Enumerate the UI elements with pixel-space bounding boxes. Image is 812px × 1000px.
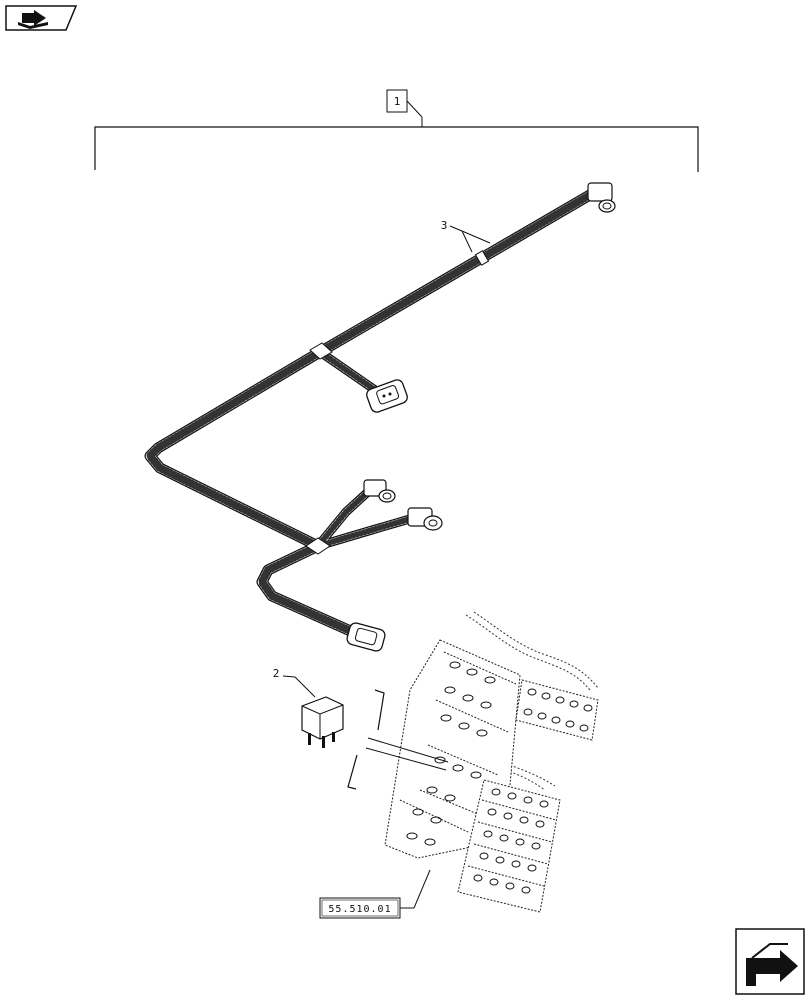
callout-2: 2	[273, 667, 316, 698]
group-bracket	[94, 100, 699, 172]
connector-mid-1	[363, 479, 396, 503]
group-label-box: 1	[386, 89, 408, 113]
connector-mid-2	[407, 507, 443, 531]
reference-box[interactable]: 55.510.01	[319, 869, 431, 919]
reference-label: 55.510.01	[328, 904, 391, 915]
callout-3: 3	[441, 219, 491, 253]
relay-location-bracket	[347, 689, 449, 790]
relay	[301, 696, 344, 748]
connector-branch-plug	[366, 379, 408, 413]
callout-3-label: 3	[441, 219, 448, 232]
connector-top-right	[587, 182, 616, 213]
fuse-box	[384, 611, 599, 913]
group-label: 1	[394, 95, 401, 108]
book-arrow-icon[interactable]	[5, 5, 78, 31]
connector-bottom-plug	[346, 622, 386, 652]
wiring-harness	[144, 182, 616, 652]
next-page-arrow-icon[interactable]	[735, 928, 805, 995]
callout-2-label: 2	[273, 667, 280, 680]
